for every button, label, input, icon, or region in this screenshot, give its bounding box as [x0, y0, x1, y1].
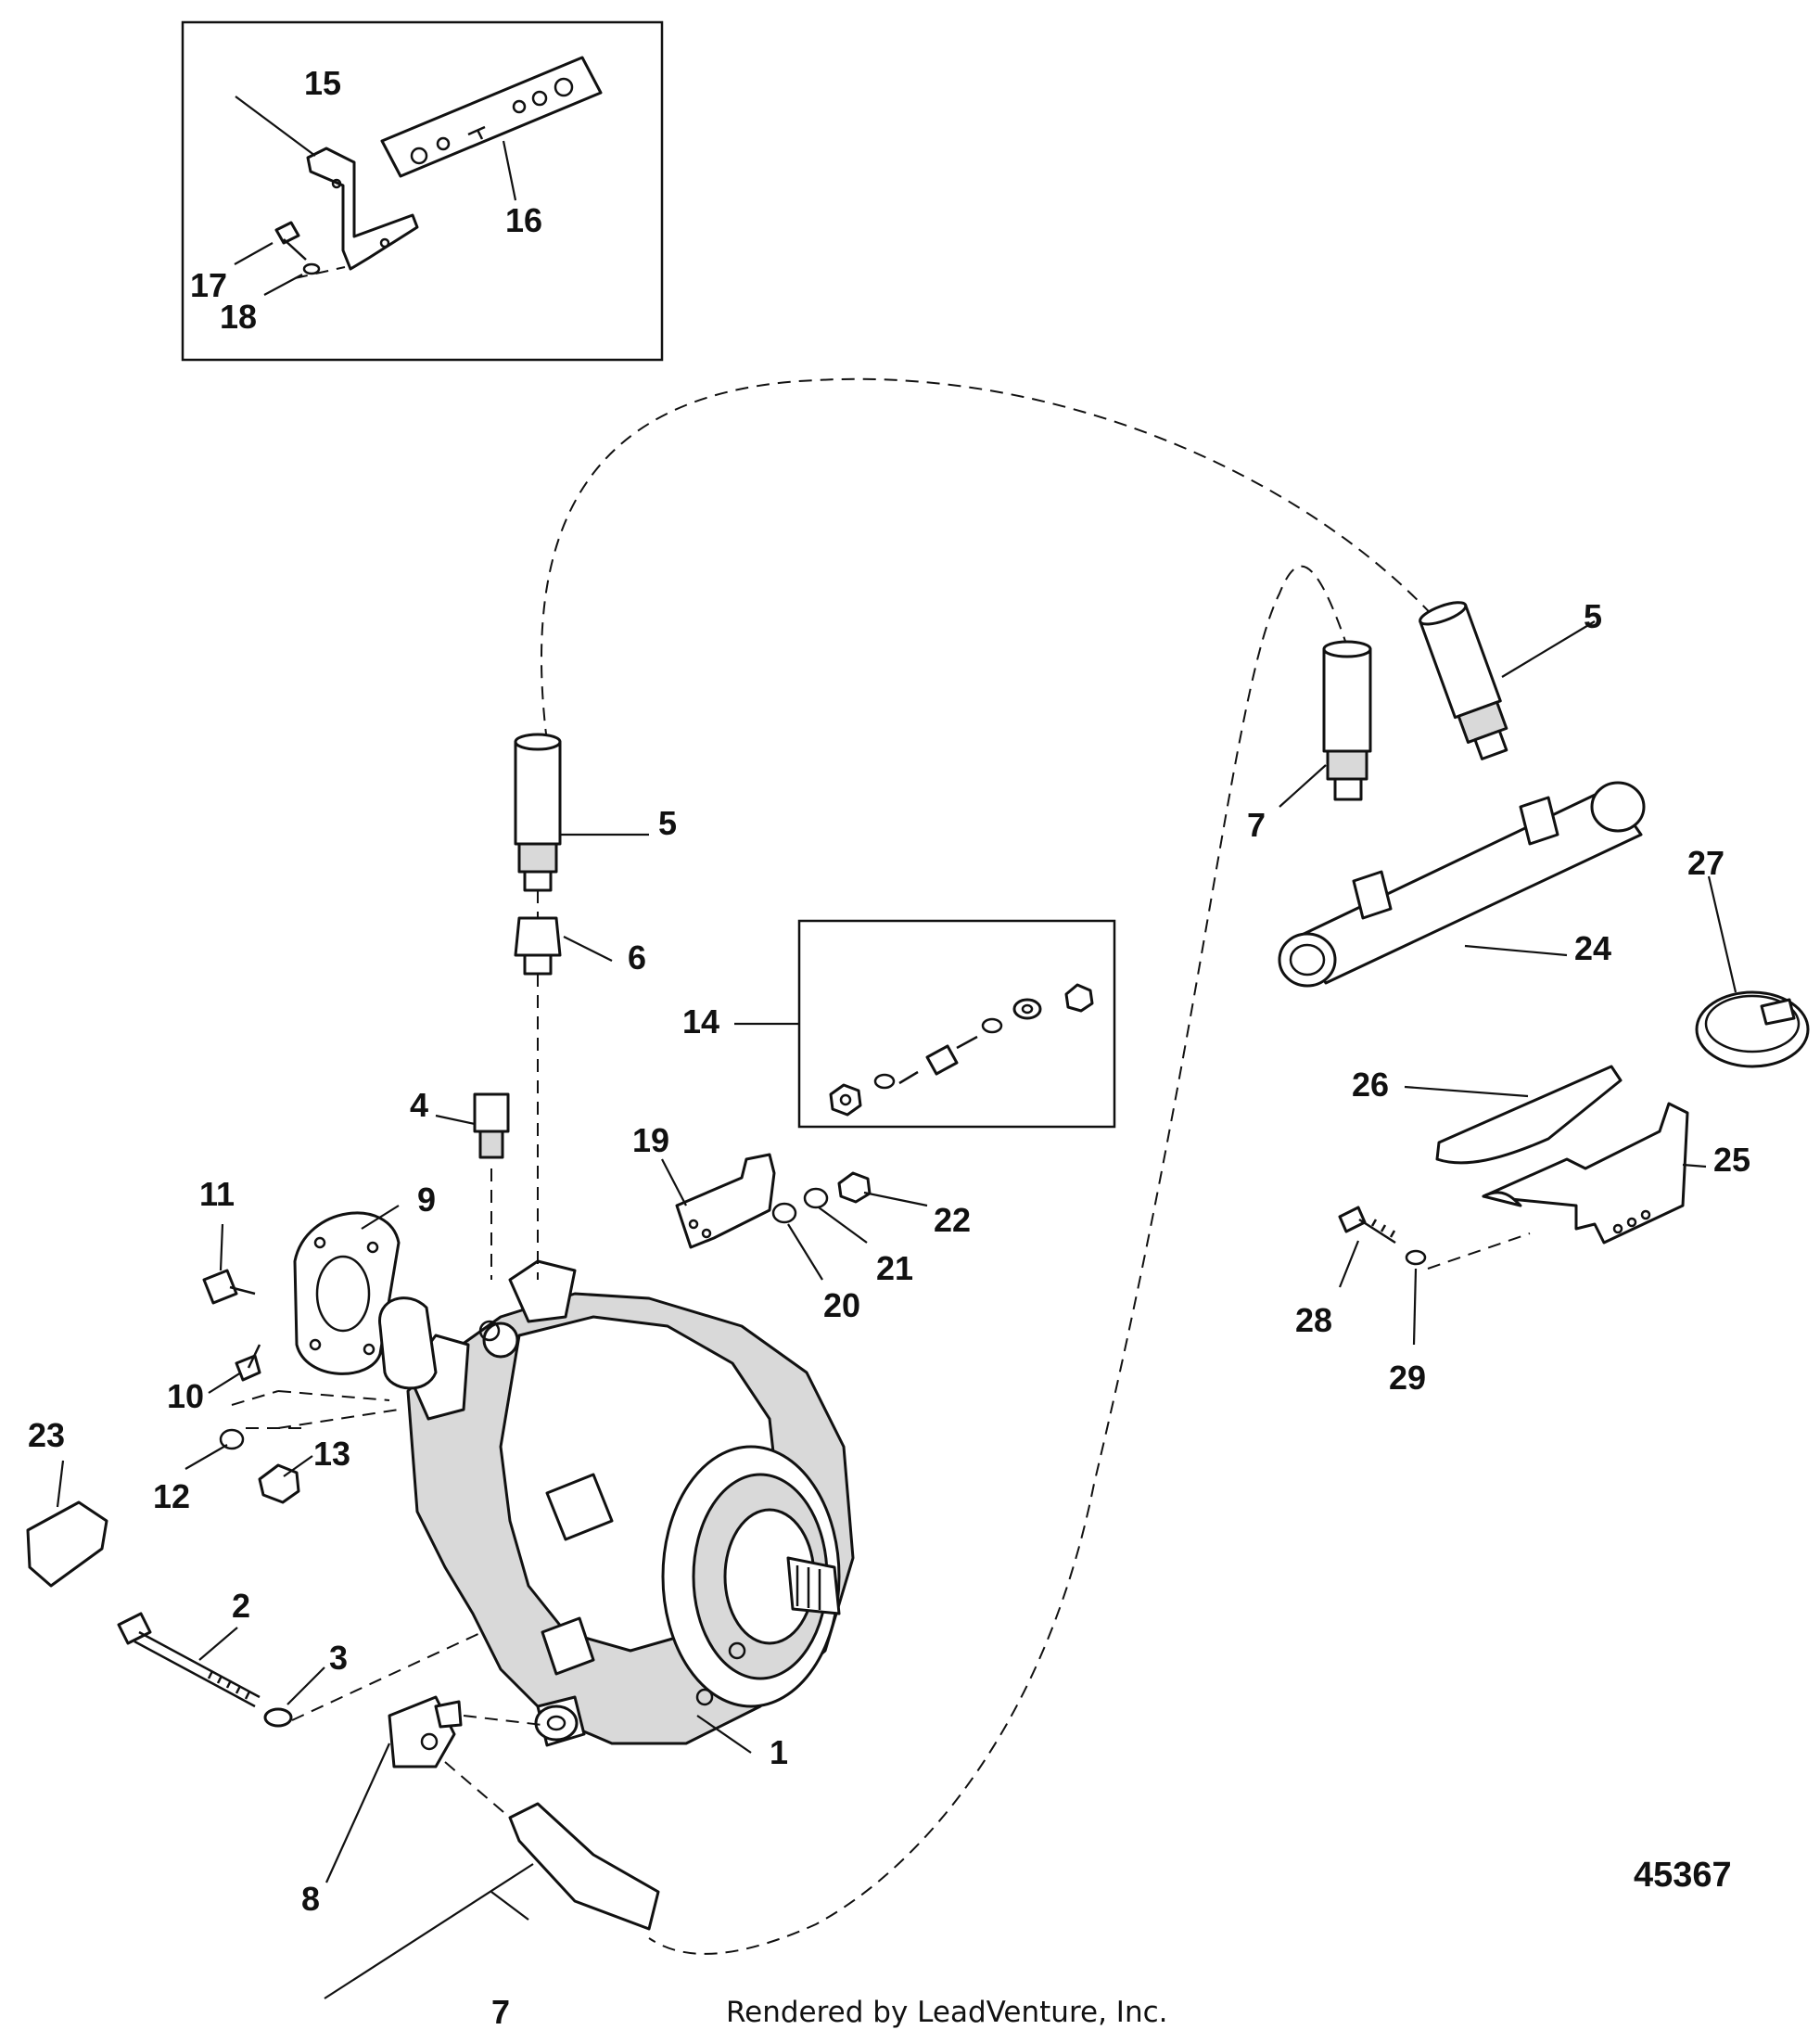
callout-9: 9: [417, 1181, 436, 1219]
callout-15: 15: [304, 64, 341, 102]
callout-26: 26: [1352, 1066, 1389, 1104]
callout-17: 17: [190, 266, 227, 304]
inset-bracket-kit: [181, 20, 664, 362]
callout-25: 25: [1713, 1141, 1750, 1179]
callout-6: 6: [628, 938, 646, 977]
callout-24: 24: [1574, 929, 1611, 967]
callout-labels: 1 2 3 4 5 5 6 7 7 8 9 10 11 12 13 14 15 …: [28, 64, 1750, 2030]
callout-10: 10: [167, 1377, 204, 1415]
fittings: [26, 733, 872, 1931]
hose-routing: [541, 377, 1447, 1955]
render-credit: Rendered by LeadVenture, Inc.: [726, 1996, 1168, 2029]
callout-11: 11: [199, 1175, 235, 1213]
callout-7-right: 7: [1247, 806, 1266, 844]
callout-8: 8: [301, 1880, 320, 1918]
callout-5-left: 5: [658, 804, 677, 842]
callout-12: 12: [153, 1477, 190, 1515]
callout-14: 14: [682, 1002, 719, 1041]
callout-22: 22: [934, 1201, 971, 1239]
figure-number: 45367: [1634, 1856, 1732, 1895]
callout-20: 20: [823, 1286, 860, 1324]
callout-29: 29: [1389, 1359, 1426, 1397]
callout-5-right: 5: [1584, 597, 1602, 635]
callout-28: 28: [1295, 1301, 1332, 1339]
transmission-housing: [406, 1259, 855, 1747]
callout-4: 4: [410, 1086, 428, 1124]
inset-isolator-kit: [734, 919, 1116, 1129]
callout-13: 13: [313, 1435, 350, 1473]
callout-3: 3: [329, 1639, 348, 1677]
callout-21: 21: [876, 1249, 913, 1287]
callout-7-bottom: 7: [491, 1993, 510, 2030]
cooler-assembly: [1278, 601, 1810, 1270]
callout-1: 1: [770, 1733, 788, 1771]
callout-19: 19: [632, 1121, 669, 1159]
callout-27: 27: [1687, 844, 1725, 882]
callout-23: 23: [28, 1416, 65, 1454]
callout-2: 2: [232, 1587, 250, 1625]
leader-lines: [56, 620, 1737, 1999]
callout-18: 18: [220, 298, 257, 336]
callout-16: 16: [505, 201, 542, 239]
adapter-flange: [277, 1211, 438, 1429]
